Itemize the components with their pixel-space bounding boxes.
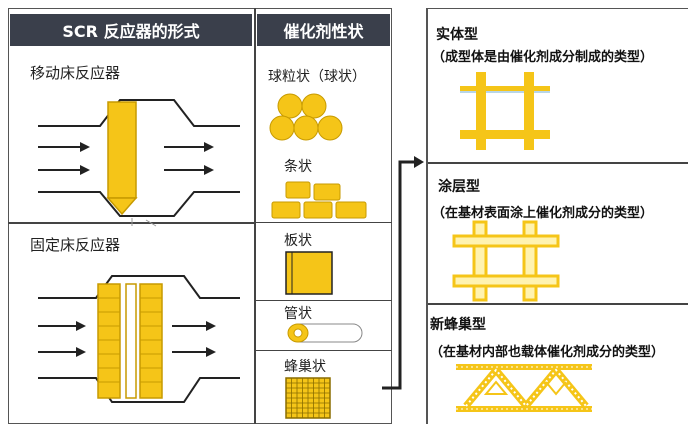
solid-type-diagram: [460, 72, 550, 150]
fixed-bed-label: 固定床反应器: [30, 236, 121, 254]
right-panel: [426, 8, 688, 424]
catalyst-shape-header-text: 催化剂性状: [283, 22, 364, 41]
coating-type-desc: （在基材表面涂上催化剂成分的类型）: [432, 206, 654, 221]
right-divider-2: [428, 303, 688, 305]
moving-bed-reactor-diagram: [38, 99, 240, 227]
strip-label: 条状: [284, 159, 312, 175]
coating-type-diagram: [452, 220, 560, 302]
solid-type-desc: （成型体是由催化剂成分制成的类型）: [432, 50, 654, 65]
catalyst-shape-header: 催化剂性状: [257, 14, 390, 46]
tube-catalyst-icon: [287, 323, 363, 343]
plate-label: 板状: [284, 233, 312, 249]
catalyst-column-right: [139, 283, 163, 399]
new-honeycomb-type-diagram: [456, 364, 592, 412]
shape-divider-2: [256, 300, 392, 301]
catalyst-column-mid: [125, 283, 137, 399]
tube-label: 管状: [284, 306, 312, 322]
connector-arrow: [382, 156, 424, 390]
column-divider: [254, 8, 256, 424]
moving-bed-label: 移动床反应器: [30, 64, 121, 82]
reactor-type-header: SCR 反应器的形式: [10, 14, 252, 46]
catalyst-column-left: [97, 283, 121, 399]
right-divider-1: [428, 162, 688, 164]
reactor-type-header-text: SCR 反应器的形式: [62, 22, 200, 41]
pellet-label: 球粒状（球状）: [268, 69, 366, 85]
pellet-catalyst-icon: [269, 93, 343, 141]
plate-catalyst-icon: [285, 251, 333, 295]
shape-divider-3: [256, 350, 392, 351]
new-honeycomb-type-title: 新蜂巢型: [430, 317, 486, 333]
new-honeycomb-type-desc: （在基材内部也载体催化剂成分的类型）: [430, 345, 665, 360]
honeycomb-label: 蜂巢状: [284, 359, 326, 375]
solid-type-title: 实体型: [436, 27, 478, 43]
fixed-bed-reactor-diagram: [38, 275, 240, 403]
honeycomb-catalyst-icon: [285, 377, 331, 419]
coating-type-title: 涂层型: [438, 179, 480, 195]
strip-catalyst-icon: [271, 181, 367, 219]
reactor-row-divider: [8, 222, 254, 224]
shape-divider-1: [256, 222, 392, 223]
